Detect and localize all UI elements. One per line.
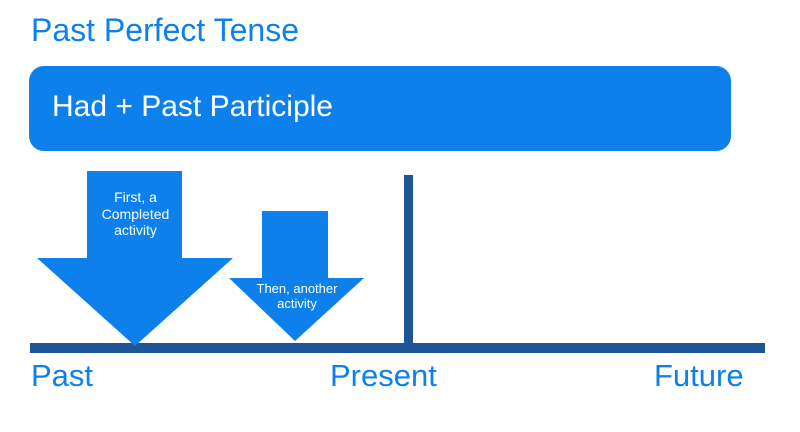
arrow-then-another-activity: Then, another activity xyxy=(229,211,364,341)
timeline-label-future: Future xyxy=(654,358,744,393)
formula-banner: Had + Past Participle xyxy=(29,66,731,151)
page-title: Past Perfect Tense xyxy=(31,12,299,48)
timeline-label-present: Present xyxy=(330,358,437,393)
timeline-axis xyxy=(30,343,765,353)
timeline-label-past: Past xyxy=(31,358,94,393)
arrow-first-completed-activity: First, a Completed activity xyxy=(37,171,233,346)
present-tick-marker xyxy=(404,175,413,345)
down-arrow-icon xyxy=(37,171,233,346)
down-arrow-icon xyxy=(229,211,364,341)
formula-text: Had + Past Participle xyxy=(52,90,333,123)
